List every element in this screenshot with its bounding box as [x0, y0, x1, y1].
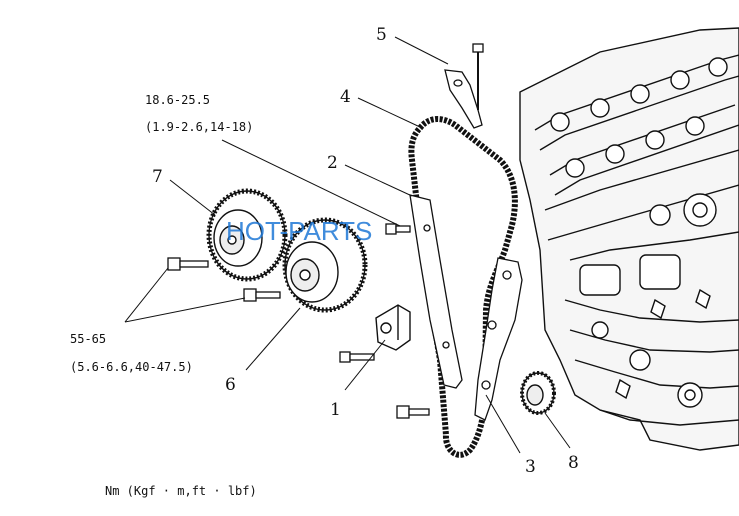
callout-8: 8 [568, 453, 579, 473]
leader-lines [124, 36, 571, 454]
callout-6: 6 [225, 375, 236, 395]
callout-1: 1 [330, 400, 341, 420]
callout-3: 3 [525, 457, 536, 477]
torque-upper-alt: (1.9-2.6,14-18) [145, 120, 253, 134]
tensioner-bolt [339, 351, 375, 363]
chain-tensioner [375, 304, 411, 351]
cam-sprocket-6 [282, 217, 368, 313]
cam-sprocket-7 [206, 188, 288, 282]
sprocket-bolt-lower [243, 288, 281, 302]
callout-2: 2 [327, 153, 338, 173]
chain-tensioner-arm [409, 194, 463, 389]
callout-7: 7 [152, 167, 163, 187]
camshaft-row [534, 54, 739, 196]
chain-guide [474, 257, 523, 421]
watermark: HOT-PARTS [226, 216, 372, 246]
guide-bolt [396, 405, 430, 419]
torque-lower-nm: 55-65 [70, 332, 106, 346]
tensioner-arm-bolt [385, 223, 411, 235]
callout-5: 5 [376, 25, 387, 45]
units-legend: Nm (Kgf · m,ft · lbf) [105, 484, 257, 498]
torque-upper-nm: 18.6-25.5 [145, 93, 210, 107]
sprocket-bolt-upper [167, 257, 209, 271]
timing-chain [408, 116, 518, 458]
crank-sprocket [520, 371, 556, 415]
engine-block [519, 27, 739, 451]
guide-bracket [444, 43, 484, 129]
torque-lower-alt: (5.6-6.6,40-47.5) [70, 360, 193, 374]
callout-4: 4 [340, 87, 351, 107]
